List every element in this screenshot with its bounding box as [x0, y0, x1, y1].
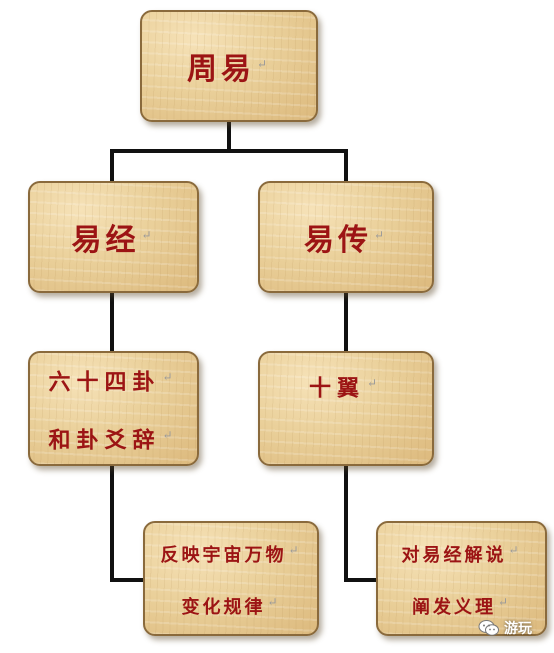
node-zhouyi-label: 周易	[186, 52, 255, 87]
paragraph-mark-icon: ↵	[373, 228, 389, 242]
node-fanying: 反映宇宙万物↵ 变化规律↵	[143, 521, 319, 636]
node-duiyi-line-1: 对易经解说	[401, 544, 507, 566]
node-liushisi-line-1: 六十四卦	[48, 369, 161, 396]
connector-liushisi-to-fanying	[110, 464, 145, 582]
paragraph-mark-icon: ↵	[162, 370, 179, 385]
paragraph-mark-icon: ↵	[141, 228, 156, 242]
node-yijing: 易经↵	[28, 181, 199, 293]
paragraph-mark-icon: ↵	[256, 57, 272, 71]
node-zhouyi: 周易↵	[140, 10, 318, 122]
node-yizhuan: 易传↵	[258, 181, 434, 293]
watermark: 游玩	[478, 618, 532, 638]
connector-shiyi-to-duiyi	[344, 464, 378, 582]
node-yizhuan-label: 易传	[303, 223, 372, 258]
paragraph-mark-icon: ↵	[366, 375, 384, 390]
paragraph-mark-icon: ↵	[497, 594, 512, 609]
paragraph-mark-icon: ↵	[508, 542, 522, 557]
node-fanying-line-2: 变化规律	[181, 596, 266, 618]
node-shiyi-line-1: 十翼	[308, 375, 365, 402]
node-fanying-line-1: 反映宇宙万物	[160, 544, 287, 566]
node-duiyi: 对易经解说↵ 阐发义理↵	[376, 521, 547, 636]
node-liushisi: 六十四卦↵ 和卦爻辞↵	[28, 351, 199, 466]
node-yijing-label: 易经	[71, 223, 140, 258]
wechat-icon	[478, 620, 499, 636]
paragraph-mark-icon: ↵	[162, 427, 179, 442]
node-duiyi-line-2: 阐发义理	[411, 596, 496, 618]
node-liushisi-line-2: 和卦爻辞	[48, 426, 161, 453]
paragraph-mark-icon: ↵	[267, 594, 281, 609]
paragraph-mark-icon: ↵	[288, 542, 302, 557]
watermark-text: 游玩	[504, 621, 532, 637]
node-shiyi: 十翼↵	[258, 351, 434, 466]
